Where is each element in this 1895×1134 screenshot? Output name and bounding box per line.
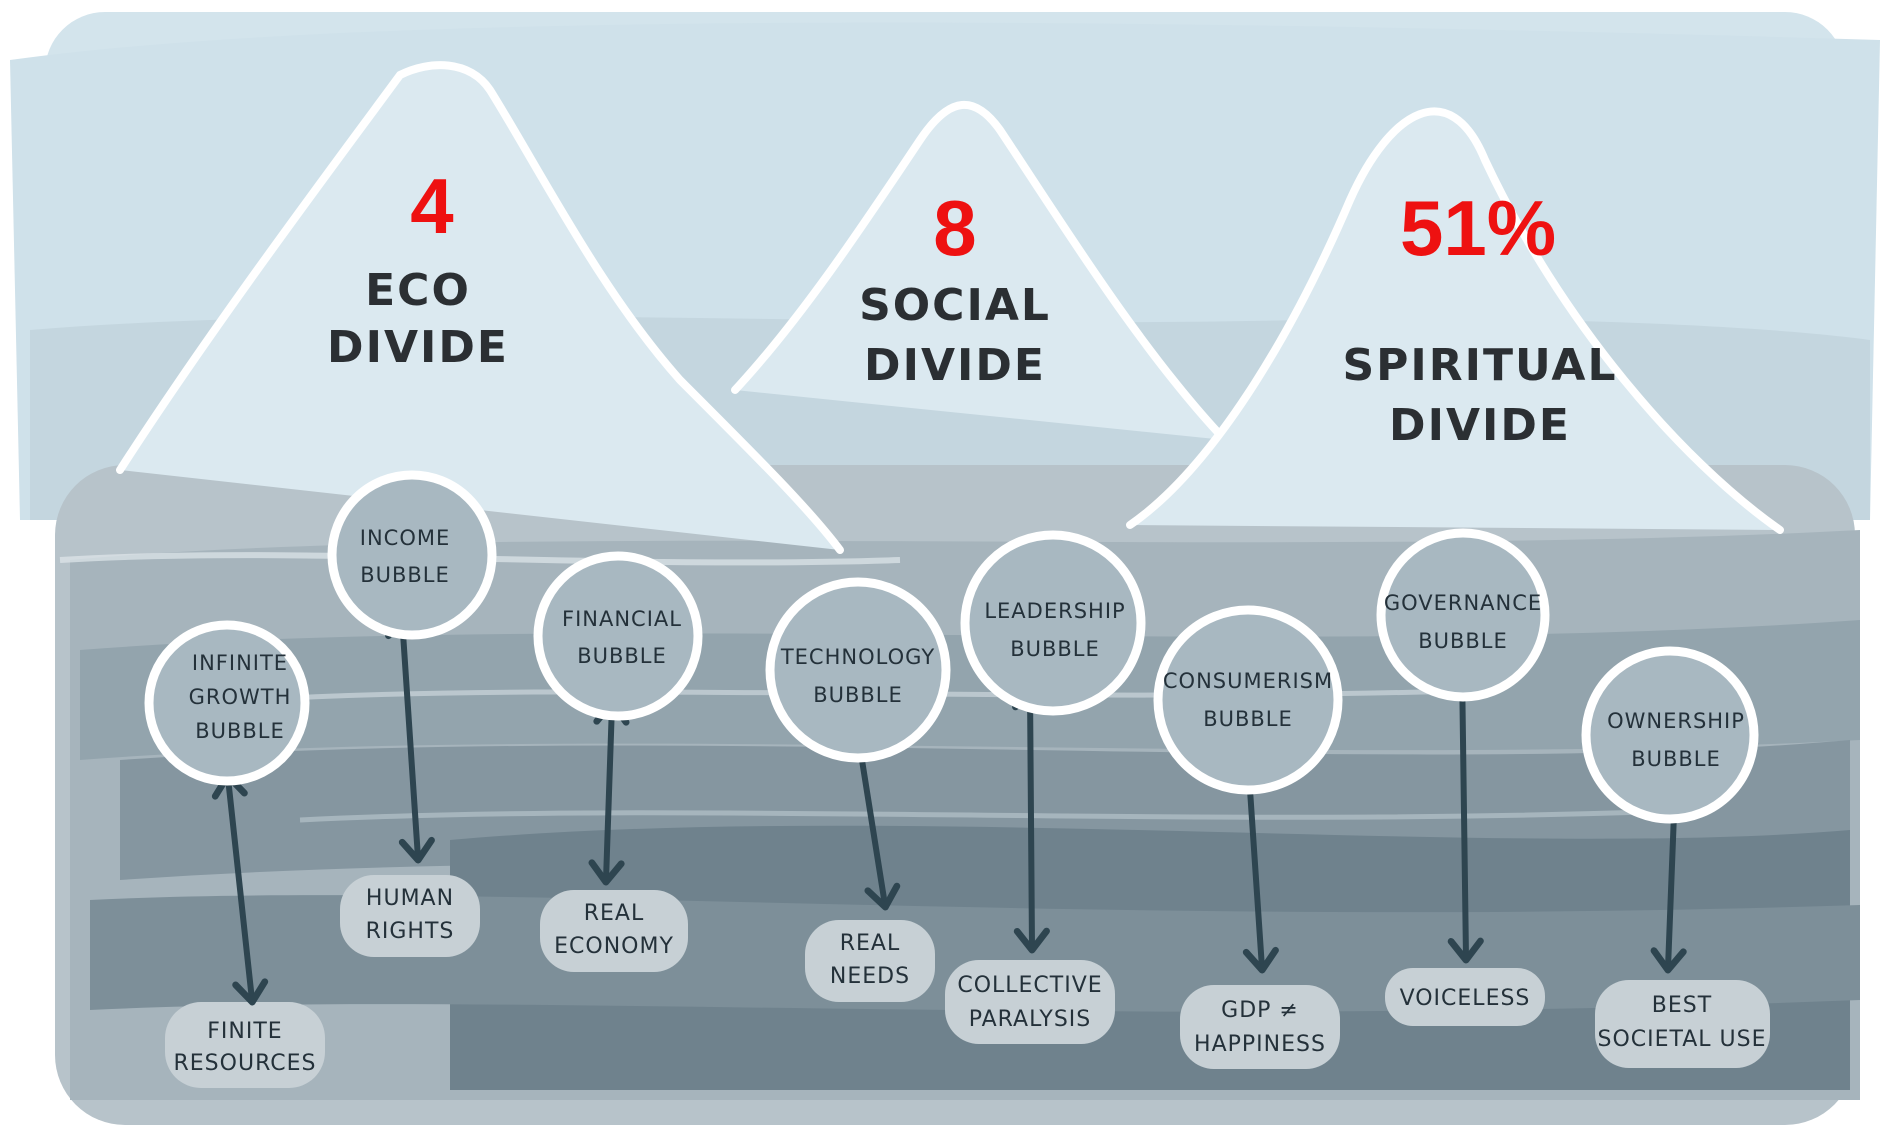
divide-spiritual: 51% SPIRITUAL DIVIDE [1342, 184, 1617, 451]
bubble-leadership: LEADERSHIP BUBBLE [960, 530, 1146, 716]
svg-text:BUBBLE: BUBBLE [1010, 637, 1100, 661]
arrow-leadership [1012, 684, 1050, 954]
svg-text:BUBBLE: BUBBLE [1203, 707, 1293, 731]
svg-text:GOVERNANCE: GOVERNANCE [1384, 591, 1542, 615]
svg-text:BUBBLE: BUBBLE [813, 683, 903, 707]
bubbles: INFINITE GROWTH BUBBLE INCOME BUBBLE FIN… [144, 470, 1759, 824]
ground-labels: FINITE RESOURCES HUMAN RIGHTS REAL ECONO… [165, 875, 1770, 1088]
ground-label-voiceless: VOICELESS [1385, 968, 1545, 1026]
svg-text:OWNERSHIP: OWNERSHIP [1607, 709, 1745, 733]
svg-text:BUBBLE: BUBBLE [360, 563, 450, 587]
ground-label-best-societal-use: BEST SOCIETAL USE [1595, 980, 1770, 1068]
svg-text:BEST: BEST [1652, 993, 1712, 1018]
arrow-governance [1444, 662, 1484, 964]
divide-social-line1: SOCIAL [859, 280, 1051, 331]
mountains [116, 61, 1784, 554]
arrows [211, 612, 1693, 1006]
ground-label-gdp-happiness: GDP ≠ HAPPINESS [1180, 985, 1340, 1069]
ground-label-real-economy: REAL ECONOMY [540, 890, 688, 972]
svg-text:ECONOMY: ECONOMY [554, 934, 674, 959]
arrow-consumerism [1231, 754, 1279, 974]
svg-text:RESOURCES: RESOURCES [174, 1051, 317, 1076]
svg-text:HUMAN: HUMAN [366, 886, 454, 911]
svg-text:CONSUMERISM: CONSUMERISM [1163, 669, 1333, 693]
stat-eco: 4 [410, 162, 453, 250]
svg-text:SOCIETAL USE: SOCIETAL USE [1597, 1027, 1766, 1052]
arrow-financial [588, 699, 630, 886]
stat-social: 8 [933, 184, 976, 272]
svg-text:TECHNOLOGY: TECHNOLOGY [780, 645, 935, 669]
arrow-income [385, 612, 435, 864]
svg-text:RIGHTS: RIGHTS [366, 919, 455, 944]
svg-text:BUBBLE: BUBBLE [195, 719, 285, 743]
svg-text:FINANCIAL: FINANCIAL [562, 607, 682, 631]
arrow-technology [842, 729, 901, 911]
stat-spiritual: 51% [1400, 184, 1556, 272]
mountain-social [731, 101, 1229, 444]
divide-eco-line1: ECO [365, 265, 471, 316]
svg-text:INCOME: INCOME [360, 526, 450, 550]
bubble-consumerism: CONSUMERISM BUBBLE [1153, 605, 1343, 795]
svg-text:INFINITE: INFINITE [192, 651, 288, 675]
svg-text:FINITE: FINITE [207, 1019, 282, 1044]
mountain-eco [116, 61, 844, 554]
water-background [55, 465, 1860, 1125]
mountain-spiritual [1126, 107, 1784, 534]
arrow-infinite-growth [211, 772, 269, 1006]
svg-text:VOICELESS: VOICELESS [1400, 986, 1531, 1011]
bubble-income: INCOME BUBBLE [327, 470, 497, 640]
svg-text:HAPPINESS: HAPPINESS [1194, 1032, 1326, 1057]
divide-eco: 4 ECO DIVIDE [327, 162, 509, 373]
ground-label-collective-paralysis: COLLECTIVE PARALYSIS [945, 960, 1115, 1044]
svg-text:GROWTH: GROWTH [189, 685, 292, 709]
svg-text:PARALYSIS: PARALYSIS [969, 1007, 1092, 1032]
divide-eco-line2: DIVIDE [327, 322, 509, 373]
svg-text:NEEDS: NEEDS [830, 964, 910, 989]
bubble-infinite-growth: INFINITE GROWTH BUBBLE [144, 620, 310, 786]
divide-spiritual-line1: SPIRITUAL [1342, 340, 1617, 391]
bubble-ownership: OWNERSHIP BUBBLE [1581, 646, 1759, 824]
bubble-technology: TECHNOLOGY BUBBLE [765, 577, 951, 763]
ground-label-human-rights: HUMAN RIGHTS [340, 875, 480, 957]
svg-text:BUBBLE: BUBBLE [1418, 629, 1508, 653]
divide-social-line2: DIVIDE [864, 340, 1046, 391]
svg-text:COLLECTIVE: COLLECTIVE [957, 973, 1102, 998]
svg-text:REAL: REAL [840, 931, 901, 956]
ground-label-finite-resources: FINITE RESOURCES [165, 1002, 325, 1088]
svg-text:BUBBLE: BUBBLE [1631, 747, 1721, 771]
svg-text:BUBBLE: BUBBLE [577, 644, 667, 668]
bubble-financial: FINANCIAL BUBBLE [533, 551, 703, 721]
divide-social: 8 SOCIAL DIVIDE [859, 184, 1051, 391]
ground-label-real-needs: REAL NEEDS [805, 920, 935, 1002]
svg-text:REAL: REAL [584, 901, 645, 926]
divide-spiritual-line2: DIVIDE [1389, 400, 1571, 451]
svg-text:LEADERSHIP: LEADERSHIP [984, 599, 1125, 623]
svg-text:GDP ≠: GDP ≠ [1221, 998, 1299, 1023]
bubble-governance: GOVERNANCE BUBBLE [1376, 528, 1550, 702]
